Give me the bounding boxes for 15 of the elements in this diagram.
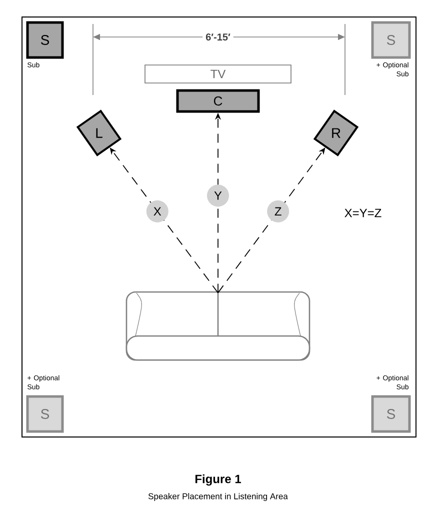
equation-note: X=Y=Z <box>344 208 382 218</box>
dimension-label: 6′-15′ <box>202 30 234 44</box>
subwoofer-box: S <box>26 21 64 59</box>
edge-label: Z <box>267 200 290 222</box>
figure-title: Figure 1 <box>195 474 241 486</box>
subwoofer-box: S <box>371 21 411 59</box>
arrow <box>218 148 326 294</box>
edge-label: Y <box>207 184 229 207</box>
speaker-box: C <box>176 89 260 113</box>
sofa-drawing <box>126 291 310 361</box>
figure-caption: Speaker Placement in Listening Area <box>148 493 288 501</box>
subwoofer-box: S <box>26 395 64 433</box>
subwoofer-box: S <box>371 395 411 433</box>
edge-label: X <box>146 200 168 222</box>
tv-box: TV <box>144 64 292 84</box>
